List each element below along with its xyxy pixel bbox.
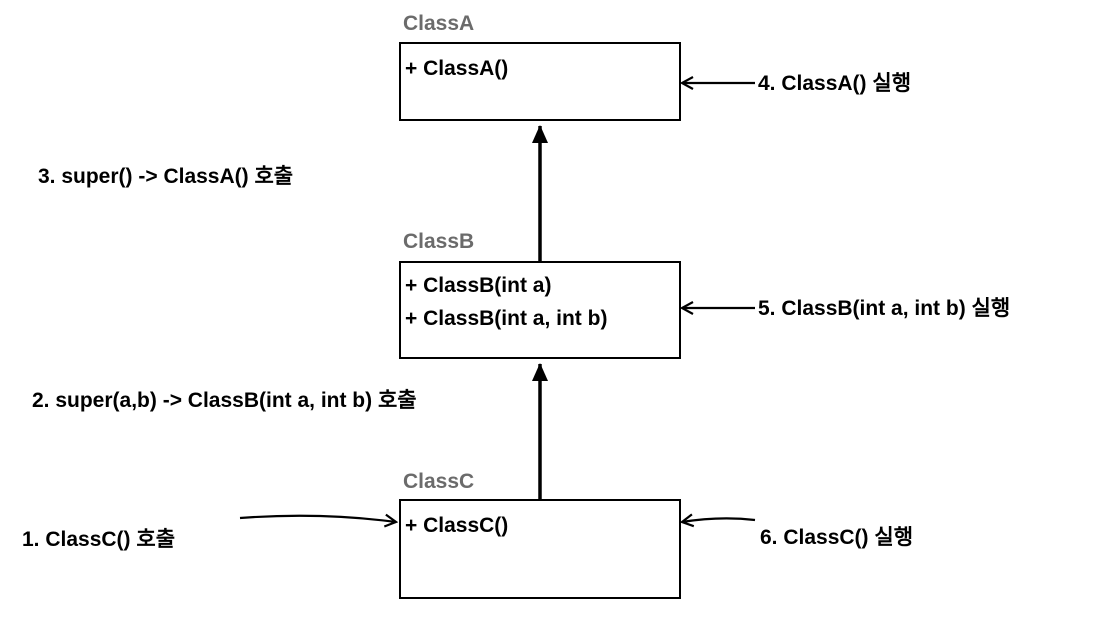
step-5-label: 5. ClassB(int a, int b) 실행 [758,297,1010,320]
class-a-method: + ClassA() [405,57,508,80]
step-2-label: 2. super(a,b) -> ClassB(int a, int b) 호출 [32,389,417,412]
arrow-step-1 [239,516,396,522]
class-c-method: + ClassC() [405,514,508,537]
arrow-step-6 [682,518,756,522]
step-4-label: 4. ClassA() 실행 [758,72,911,95]
step-3-label: 3. super() -> ClassA() 호출 [38,165,293,188]
class-a-title: ClassA [403,12,474,35]
class-c: ClassC + ClassC() [399,470,681,599]
class-c-box [399,499,681,599]
class-b-method-2: + ClassB(int a, int b) [405,307,607,330]
class-a: ClassA + ClassA() [399,12,681,121]
class-b-title: ClassB [403,230,474,253]
class-a-box [399,42,681,121]
class-b-method-1: + ClassB(int a) [405,274,551,297]
step-1-label: 1. ClassC() 호출 [22,528,175,551]
step-6-label: 6. ClassC() 실행 [760,526,913,549]
class-c-title: ClassC [403,470,474,493]
